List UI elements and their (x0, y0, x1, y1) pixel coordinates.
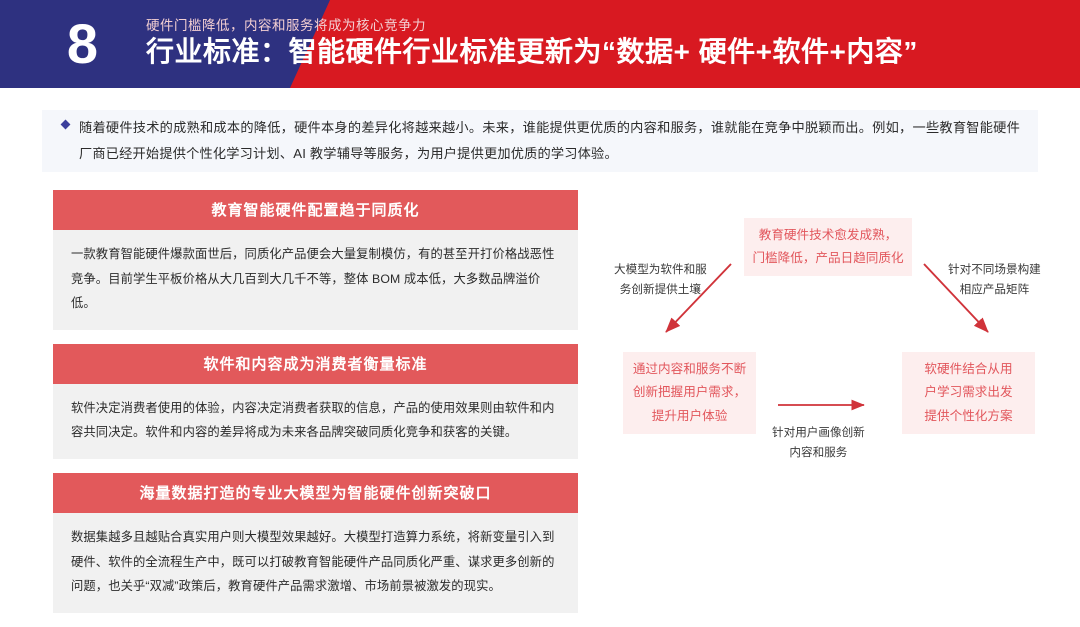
diagram-right-label-line1: 针对不同场景构建 (948, 263, 1041, 276)
diagram-left-label-line2: 务创新提供土壤 (619, 282, 701, 296)
diagram-bottom-right-line3: 提供个性化方案 (924, 408, 1013, 423)
diagram-arrows (665, 263, 989, 411)
diagram-bottom-right-line2: 户学习需求出发 (924, 385, 1013, 400)
diagram-bottom-left-line2: 创新把握用户需求， (632, 385, 747, 400)
diagram-right-label-line2: 相应产品矩阵 (959, 282, 1030, 296)
diagram-bottom-left-line3: 提升用户体验 (651, 408, 728, 423)
card-body: 软件决定消费者使用的体验，内容决定消费者获取的信息，产品的使用效果则由软件和内容… (53, 383, 578, 459)
arrow-top-to-bottom-left (665, 263, 732, 333)
flow-diagram: 教育硬件技术愈发成熟， 门槛降低，产品日趋同质化 大模型为软件和服 务创新提供土… (596, 180, 1066, 480)
card-body: 数据集越多且越贴合真实用户则大模型效果越好。大模型打造算力系统，将新变量引入到硬… (53, 512, 578, 613)
header-subtitle: 硬件门槛降低，内容和服务将成为核心竞争力 (146, 18, 426, 33)
diamond-bullet-icon (60, 119, 71, 130)
diagram-middle-label-line2: 内容和服务 (789, 445, 848, 459)
diagram-left-label: 大模型为软件和服 务创新提供土壤 (614, 260, 707, 300)
diagram-top-box: 教育硬件技术愈发成熟， 门槛降低，产品日趋同质化 (744, 218, 912, 276)
diagram-middle-label-line1: 针对用户画像创新 (772, 426, 865, 439)
card-item: 软件和内容成为消费者衡量标准 软件决定消费者使用的体验，内容决定消费者获取的信息… (53, 343, 578, 459)
diagram-bottom-left-box: 通过内容和服务不断 创新把握用户需求， 提升用户体验 (623, 352, 756, 434)
card-item: 海量数据打造的专业大模型为智能硬件创新突破口 数据集越多且越贴合真实用户则大模型… (53, 472, 578, 613)
cards-column: 教育智能硬件配置趋于同质化 一款教育智能硬件爆款面世后，同质化产品便会大量复制模… (53, 190, 578, 627)
intro-callout: 随着硬件技术的成熟和成本的降低，硬件本身的差异化将越来越小。未来，谁能提供更优质… (42, 110, 1038, 172)
slide-number-badge (0, 0, 330, 88)
diagram-top-box-line2: 门槛降低，产品日趋同质化 (752, 251, 904, 265)
diagram-bottom-right-box: 软硬件结合从用 户学习需求出发 提供个性化方案 (902, 352, 1035, 434)
diagram-middle-label: 针对用户画像创新 内容和服务 (772, 423, 865, 463)
diagram-left-label-line1: 大模型为软件和服 (614, 263, 707, 276)
diagram-bottom-left-line1: 通过内容和服务不断 (632, 362, 747, 377)
page-title: 行业标准：智能硬件行业标准更新为“数据+ 硬件+软件+内容” (146, 36, 918, 67)
diagram-top-box-line1: 教育硬件技术愈发成熟， (758, 227, 898, 242)
slide-number: 8 (66, 12, 99, 75)
card-title: 海量数据打造的专业大模型为智能硬件创新突破口 (53, 472, 578, 513)
slide-header: 8 硬件门槛降低，内容和服务将成为核心竞争力 行业标准：智能硬件行业标准更新为“… (0, 0, 1080, 88)
card-item: 教育智能硬件配置趋于同质化 一款教育智能硬件爆款面世后，同质化产品便会大量复制模… (53, 190, 578, 330)
intro-text: 随着硬件技术的成熟和成本的降低，硬件本身的差异化将越来越小。未来，谁能提供更优质… (79, 119, 1020, 161)
diagram-right-label: 针对不同场景构建 相应产品矩阵 (948, 260, 1041, 300)
diagram-bottom-right-line1: 软硬件结合从用 (924, 362, 1013, 377)
card-title: 教育智能硬件配置趋于同质化 (53, 190, 578, 230)
card-title: 软件和内容成为消费者衡量标准 (53, 343, 578, 384)
card-body: 一款教育智能硬件爆款面世后，同质化产品便会大量复制模仿，有的甚至开打价格战恶性竞… (53, 230, 578, 330)
arrow-top-to-bottom-right (923, 263, 989, 333)
